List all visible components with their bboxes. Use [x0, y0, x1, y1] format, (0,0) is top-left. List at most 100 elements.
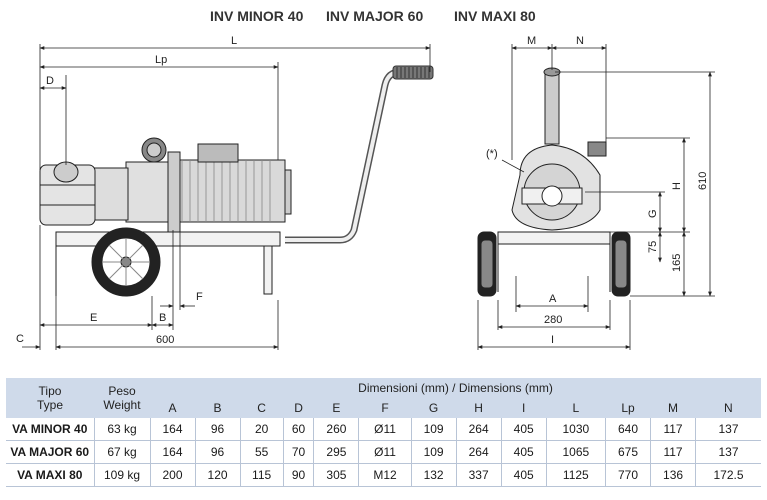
- label-F: F: [196, 291, 203, 303]
- label-A: A: [549, 293, 557, 305]
- front-labels: M N (*) H G 610 75 165 A 280 I: [486, 35, 709, 346]
- dimension-cell-a: 200: [150, 463, 196, 487]
- spec-table: Tipo Type Peso Weight Dimensioni (mm) / …: [6, 378, 761, 487]
- dimension-cell-e: 260: [313, 418, 360, 441]
- dimension-cell-c: 20: [240, 418, 284, 441]
- side-dimensions: [22, 44, 431, 350]
- label-C: C: [16, 333, 24, 345]
- dimension-cell-e: 295: [313, 440, 360, 464]
- dimension-cell-i: 405: [501, 440, 547, 464]
- label-B: B: [159, 312, 166, 324]
- column-header-n: N: [695, 398, 761, 418]
- dimension-cell-f: M12: [358, 463, 412, 487]
- dimension-cell-m: 117: [650, 440, 697, 464]
- dimension-cell-g: 109: [411, 418, 457, 441]
- label-165: 165: [671, 254, 683, 272]
- label-L: L: [231, 35, 237, 47]
- dimension-cell-a: 164: [150, 418, 196, 441]
- weight-cell: 63 kg: [94, 418, 151, 441]
- dimension-cell-n: 137: [695, 418, 761, 441]
- dimension-cell-f: Ø11: [358, 418, 412, 441]
- side-view: [39, 65, 434, 297]
- label-G: G: [647, 209, 659, 218]
- dimension-cell-c: 115: [240, 463, 284, 487]
- column-header-l: L: [546, 398, 606, 418]
- dimension-cell-c: 55: [240, 440, 284, 464]
- dimension-cell-b: 96: [195, 440, 241, 464]
- column-header-a: A: [150, 398, 196, 418]
- column-header-b: B: [195, 398, 241, 418]
- column-header-e: E: [313, 398, 359, 418]
- label-star: (*): [486, 148, 498, 160]
- dimension-cell-f: Ø11: [358, 440, 412, 464]
- front-view: [477, 67, 631, 297]
- dimension-cell-lp: 640: [605, 418, 652, 441]
- header-dimensions: Dimensioni (mm) / Dimensions (mm): [150, 378, 761, 398]
- side-labels: L Lp D E B F C 600: [16, 35, 237, 346]
- trolley-frame: [55, 231, 281, 247]
- column-header-m: M: [650, 398, 696, 418]
- dimension-cell-g: 132: [411, 463, 457, 487]
- column-header-h: H: [456, 398, 502, 418]
- label-H: H: [671, 182, 683, 190]
- front-dimensions: [477, 44, 715, 350]
- label-E: E: [90, 312, 97, 324]
- dimension-cell-a: 164: [150, 440, 196, 464]
- model-title-minor: INV MINOR 40: [210, 8, 304, 24]
- column-header-f: F: [358, 398, 412, 418]
- model-cell: VA MINOR 40: [6, 418, 95, 441]
- front-knob: [587, 141, 607, 157]
- weight-cell: 67 kg: [94, 440, 151, 464]
- dimension-cell-l: 1125: [546, 463, 606, 487]
- dimension-cell-i: 405: [501, 418, 547, 441]
- model-title-maxi: INV MAXI 80: [454, 8, 536, 24]
- dimension-cell-h: 264: [456, 440, 502, 464]
- label-280: 280: [544, 314, 562, 326]
- dimension-cell-m: 136: [650, 463, 697, 487]
- dimension-cell-h: 337: [456, 463, 502, 487]
- dimension-cell-lp: 675: [605, 440, 652, 464]
- dimension-cell-g: 109: [411, 440, 457, 464]
- dimension-cell-d: 60: [283, 418, 315, 441]
- dimension-cell-n: 137: [695, 440, 761, 464]
- model-cell: VA MAJOR 60: [6, 440, 95, 464]
- label-75: 75: [647, 241, 659, 253]
- dimension-cell-l: 1030: [546, 418, 606, 441]
- header-weight: Peso Weight: [94, 378, 150, 418]
- label-M: M: [527, 35, 536, 47]
- weight-cell: 109 kg: [94, 463, 151, 487]
- column-header-d: D: [283, 398, 314, 418]
- label-D: D: [46, 75, 54, 87]
- dimension-cell-b: 96: [195, 418, 241, 441]
- model-cell: VA MAXI 80: [6, 463, 95, 487]
- dimension-cell-e: 305: [313, 463, 360, 487]
- terminal-box: [197, 143, 239, 163]
- label-600: 600: [156, 334, 174, 346]
- dimension-cell-d: 70: [283, 440, 315, 464]
- label-I: I: [551, 334, 554, 346]
- column-header-g: G: [411, 398, 457, 418]
- header-row-1: Tipo Type Peso Weight Dimensioni (mm) / …: [6, 378, 761, 418]
- label-610: 610: [697, 172, 709, 190]
- model-title-major: INV MAJOR 60: [326, 8, 424, 24]
- column-header-c: C: [240, 398, 284, 418]
- dimension-cell-l: 1065: [546, 440, 606, 464]
- dimension-cell-i: 405: [501, 463, 547, 487]
- handle-post: [544, 71, 560, 145]
- column-header-i: I: [501, 398, 547, 418]
- dimension-cell-n: 172.5: [695, 463, 761, 487]
- header-type: Tipo Type: [6, 378, 94, 418]
- dimension-cell-b: 120: [195, 463, 241, 487]
- model-titles: INV MINOR 40 INV MAJOR 60 INV MAXI 80: [0, 8, 767, 28]
- dimension-cell-h: 264: [456, 418, 502, 441]
- dimension-cell-d: 90: [283, 463, 315, 487]
- dimension-cell-m: 117: [650, 418, 697, 441]
- column-header-lp: Lp: [605, 398, 651, 418]
- dimension-cell-lp: 770: [605, 463, 652, 487]
- label-N: N: [576, 35, 584, 47]
